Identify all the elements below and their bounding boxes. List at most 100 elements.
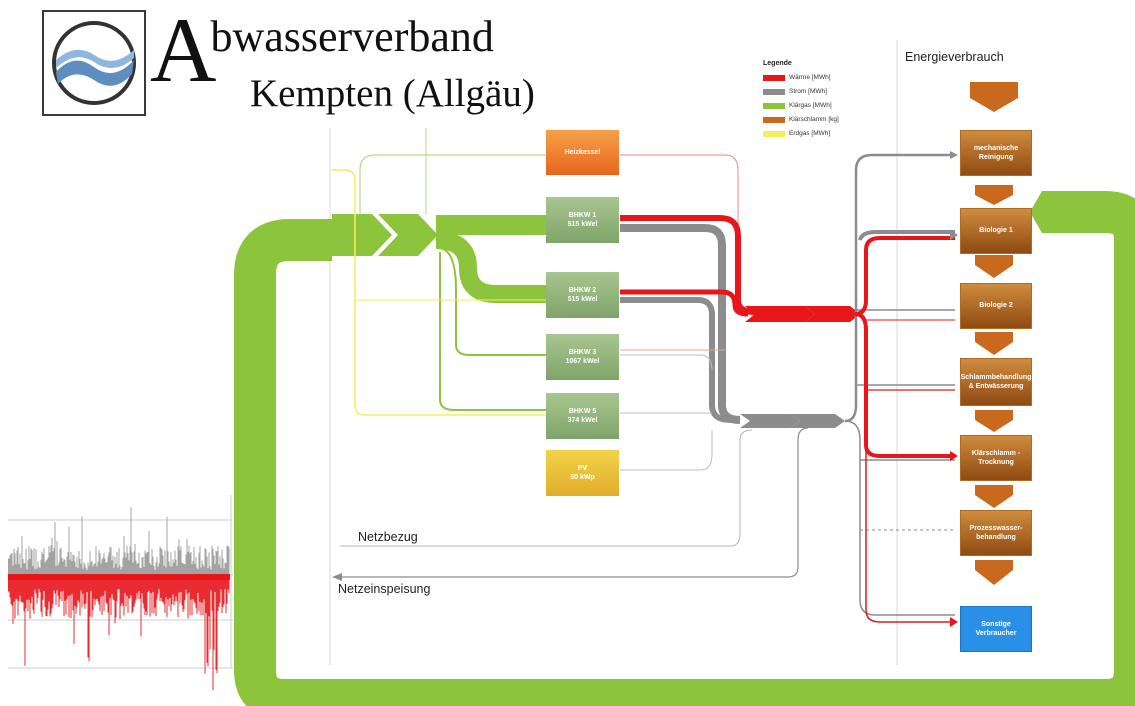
arrow-bio1: [950, 230, 958, 240]
consumer-name: mechanische: [973, 144, 1019, 152]
producer-name: BHKW 5: [568, 407, 597, 415]
legend-item-natural-gas: Erdgas [MWh]: [763, 130, 830, 137]
legend-label: Klärgas [MWh]: [789, 102, 832, 109]
sludge-chevrons: [970, 82, 1018, 585]
producer-capacity: 1067 kWel: [565, 358, 600, 365]
power-export-series: [8, 574, 230, 691]
legend-label: Erdgas [MWh]: [789, 130, 831, 137]
legend-swatch: [763, 130, 785, 137]
heat-to-bio1: [854, 236, 955, 316]
consumer-name: Klärschlamm -: [971, 449, 1021, 457]
consumer-name: Schlammbehandlung: [960, 373, 1032, 381]
consumer-name-line2: Trocknung: [978, 459, 1014, 466]
legend-label: Strom [MWh]: [789, 88, 827, 95]
org-name-line2: Kempten (Allgäu): [250, 72, 535, 115]
legend-label: Wärme [MWh]: [789, 74, 831, 81]
power-bhkw2: [620, 297, 731, 423]
arrow-other: [950, 617, 958, 627]
consumer-name: Biologie 2: [979, 302, 1013, 310]
grid-import-label: Netzbezug: [358, 530, 418, 544]
power-to-other: [844, 420, 955, 616]
load-profile-chart: [8, 495, 233, 691]
power-bhkw1: [620, 224, 741, 424]
power-bus-chevron-1: [740, 414, 800, 428]
arrow-mech: [950, 151, 958, 159]
baseline-band: [8, 574, 230, 580]
producer-name: Heizkessel: [564, 148, 601, 156]
gas-to-boiler: [359, 154, 548, 215]
consumer-name: Prozesswasser-: [969, 524, 1023, 532]
consumer-name-line2: behandlung: [976, 534, 1016, 541]
gas-to-bhkw5: [439, 252, 548, 411]
grid-export-label: Netzeinspeisung: [338, 582, 431, 596]
producer-capacity: 374 kWel: [567, 417, 598, 424]
consumption-header: Energieverbrauch: [905, 50, 1004, 64]
producer-chp-1: BHKW 1 515 kWel: [546, 197, 619, 243]
arrow-drying: [950, 451, 958, 461]
consumer-biology-1: Biologie 1: [960, 208, 1032, 254]
producer-boiler: Heizkessel: [546, 130, 619, 175]
producer-chp-3: BHKW 3 1067 kWel: [546, 334, 619, 380]
consumer-name-line2: Verbraucher: [975, 630, 1017, 637]
producer-capacity: 50 kWp: [570, 474, 595, 481]
consumer-name: Biologie 1: [979, 227, 1013, 235]
legend-swatch: [763, 74, 785, 81]
legend-title: Legende: [763, 60, 792, 67]
producer-name: BHKW 2: [568, 286, 597, 294]
producer-pv: PV 50 kWp: [546, 450, 619, 496]
consumer-sludge-drying: Klärschlamm - Trocknung: [960, 435, 1032, 481]
gas-loop-arrow: [1030, 191, 1042, 233]
power-to-bio1: [858, 230, 955, 241]
producer-chp-5: BHKW 5 374 kWel: [546, 393, 619, 439]
legend-item-heat: Wärme [MWh]: [763, 74, 831, 81]
logo-word-rest: bwasserverband: [210, 12, 494, 61]
water-wave-logo-icon: [52, 21, 136, 105]
consumer-name: Sonstige: [981, 620, 1011, 628]
producer-capacity: 515 kWel: [567, 296, 598, 303]
legend-swatch: [763, 102, 785, 109]
logo-capital-letter: A: [150, 0, 217, 101]
heat-bhkw1: [620, 215, 756, 315]
gas-to-bhkw2: [435, 231, 548, 303]
heat-bus-chevron-2: [805, 306, 860, 322]
producer-name: BHKW 1: [568, 211, 597, 219]
natural-gas-flow: [332, 169, 548, 416]
gas-to-bhkw3: [437, 247, 548, 356]
consumer-process-water: Prozesswasser- behandlung: [960, 510, 1032, 556]
logo-emblem: [42, 10, 146, 116]
grid-import-line: [340, 429, 753, 547]
org-name-line1: Abwasserverband: [150, 4, 500, 96]
power-to-mech: [844, 153, 955, 423]
legend-swatch: [763, 116, 785, 123]
legend-item-sludge: Klärschlamm [kg]: [763, 116, 839, 123]
power-pv: [620, 430, 713, 471]
producer-chp-2: BHKW 2 515 kWel: [546, 272, 619, 318]
legend-item-power: Strom [MWh]: [763, 88, 827, 95]
consumer-sludge-treatment: Schlammbehandlung & Entwässerung: [960, 358, 1032, 406]
grid-export-arrow: [332, 573, 342, 581]
legend-item-gas: Klärgas [MWh]: [763, 102, 832, 109]
power-bhkw3: [620, 354, 713, 371]
heat-to-other: [865, 440, 955, 623]
producer-capacity: 515 kWel: [567, 221, 598, 228]
heat-bus-chevron-1: [745, 306, 815, 322]
legend-swatch: [763, 88, 785, 95]
power-bus-chevron-2: [790, 414, 845, 428]
consumer-name-line2: Reinigung: [978, 154, 1014, 161]
gas-chevron-2: [378, 214, 438, 256]
consumer-biology-2: Biologie 2: [960, 283, 1032, 329]
power-import-series: [8, 507, 230, 575]
grid-export-line: [338, 427, 809, 578]
gas-loop-flow: [234, 191, 1135, 706]
consumer-mechanical-cleaning: mechanische Reinigung: [960, 130, 1032, 176]
consumer-name-line2: & Entwässerung: [968, 383, 1024, 390]
consumer-other: Sonstige Verbraucher: [960, 606, 1032, 652]
gas-chevron-1: [332, 214, 392, 256]
producer-name: PV: [577, 464, 588, 472]
producer-name: BHKW 3: [568, 348, 597, 356]
heat-from-boiler: [620, 154, 749, 313]
legend-label: Klärschlamm [kg]: [789, 116, 839, 123]
heat-bhkw2: [620, 289, 749, 317]
